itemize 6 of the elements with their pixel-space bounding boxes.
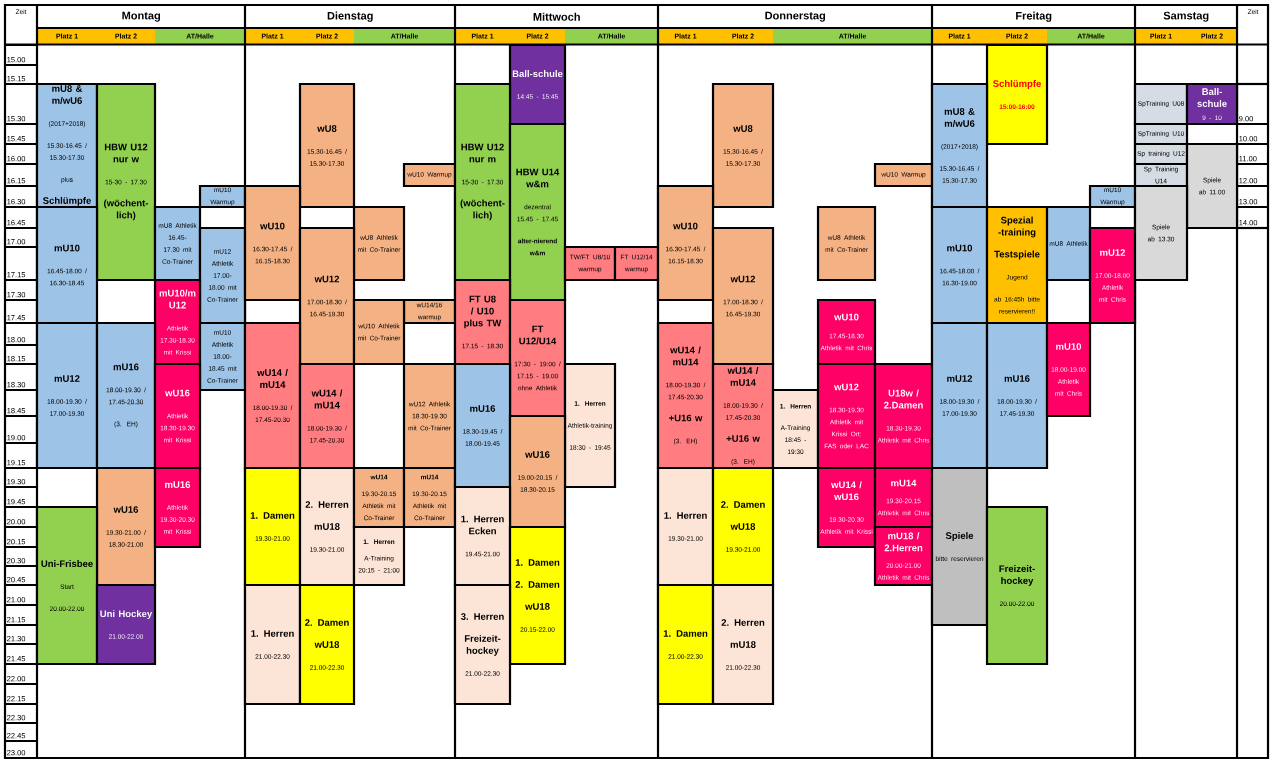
day-header: Donnerstag (765, 11, 825, 22)
day-header: Dienstag (327, 11, 373, 22)
day-header: Mittwoch (533, 12, 580, 21)
day-header: Montag (122, 11, 160, 22)
day-header: Samstag (1163, 11, 1209, 22)
day-header: Freitag (1016, 11, 1052, 22)
